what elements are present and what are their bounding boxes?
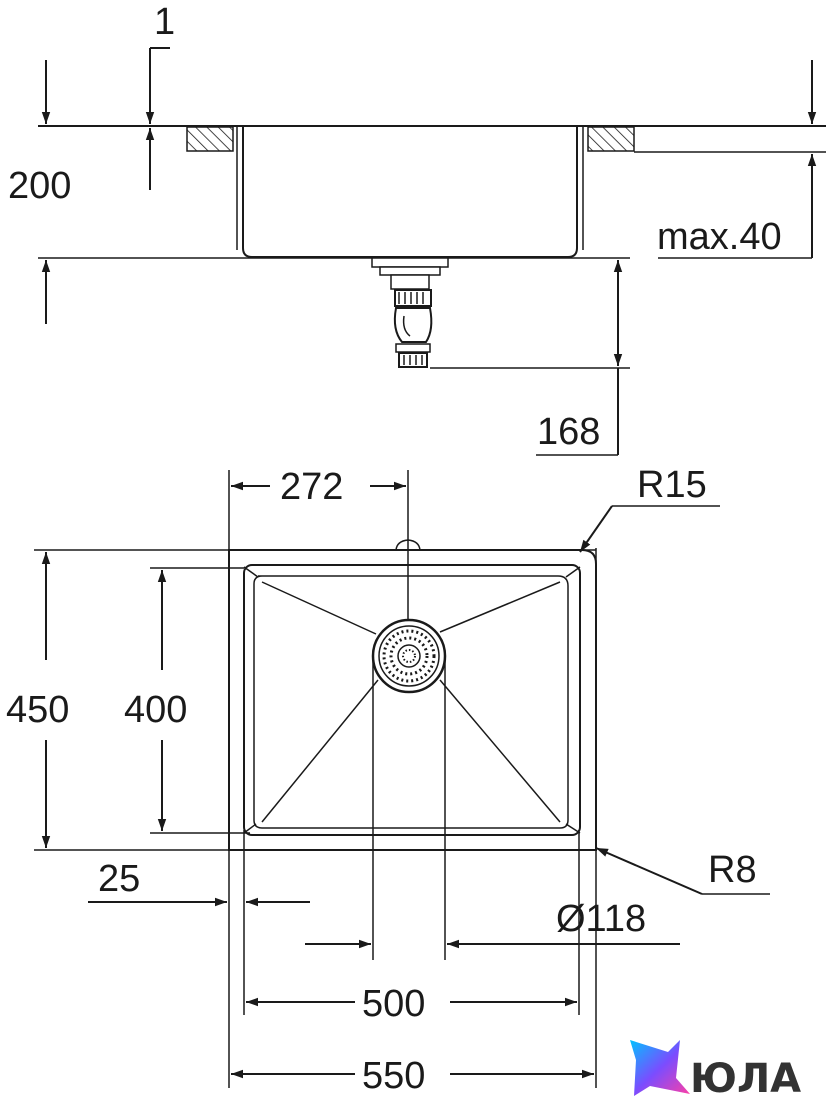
dimension-r15-label: R15 xyxy=(637,464,707,506)
slope-line-tl xyxy=(261,581,377,635)
dimension-r8: R8 xyxy=(595,847,770,895)
dimension-500: 500 xyxy=(246,983,577,1025)
dimension-500-label: 500 xyxy=(362,983,425,1025)
dimension-max40: max.40 xyxy=(657,60,817,259)
slope-line-tr xyxy=(439,581,561,633)
drain-fitting xyxy=(371,257,449,368)
dimension-200-label: 200 xyxy=(8,165,71,207)
dimension-200: 200 xyxy=(8,60,71,324)
brand-watermark: ЮЛА xyxy=(630,1040,801,1100)
dimension-550: 550 xyxy=(231,1055,594,1097)
brand-name: ЮЛА xyxy=(690,1056,801,1100)
dimension-450-label: 450 xyxy=(6,689,69,731)
top-view: 272 R15 450 400 25 R xyxy=(6,464,770,1097)
drain-strainer xyxy=(371,618,447,694)
dimension-118: Ø118 xyxy=(305,898,680,949)
counter-hatch-left xyxy=(186,126,234,152)
counter-hatch-right xyxy=(587,126,635,152)
dimension-1-label: 1 xyxy=(154,1,175,43)
bowl-profile xyxy=(242,127,578,258)
dimension-272: 272 xyxy=(231,466,406,508)
brand-logo-icon xyxy=(630,1040,690,1096)
dimension-400-label: 400 xyxy=(124,689,187,731)
slope-line-bl xyxy=(261,679,379,823)
dimension-118-label: Ø118 xyxy=(556,898,646,940)
slope-line-br xyxy=(439,679,561,823)
overflow-bump xyxy=(395,539,421,551)
sink-rim-outer xyxy=(228,549,597,851)
dimension-25: 25 xyxy=(88,858,310,907)
side-view: 1 200 max.40 168 xyxy=(8,1,826,456)
dimension-25-label: 25 xyxy=(98,858,140,900)
dimension-168: 168 xyxy=(536,260,623,456)
dimension-400: 400 xyxy=(124,570,187,831)
dimension-1: 1 xyxy=(145,1,175,190)
dimension-max40-label: max.40 xyxy=(657,216,782,258)
dimension-272-label: 272 xyxy=(280,466,343,508)
dimension-168-label: 168 xyxy=(537,411,600,453)
bowl-outline xyxy=(243,564,581,836)
bowl-rim-profile xyxy=(236,127,584,250)
dimension-550-label: 550 xyxy=(362,1055,425,1097)
dimension-r8-label: R8 xyxy=(708,849,757,891)
dimension-r15: R15 xyxy=(579,464,720,553)
dimension-450: 450 xyxy=(6,552,69,848)
bowl-floor xyxy=(253,575,569,829)
